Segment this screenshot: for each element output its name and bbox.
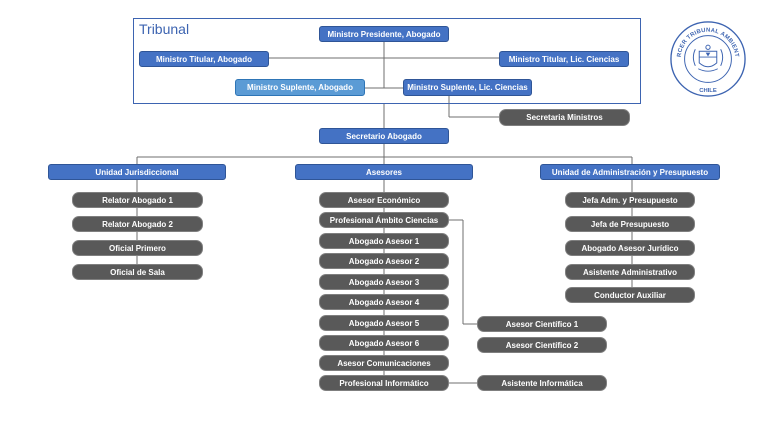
ministro-suplente-abogado-node: Ministro Suplente, Abogado: [235, 79, 365, 96]
profesional-informatico-node: Profesional Informático: [319, 375, 449, 391]
relator-abogado-2-node: Relator Abogado 2: [72, 216, 203, 232]
svg-text:TERCER TRIBUNAL AMBIENTAL: TERCER TRIBUNAL AMBIENTAL: [669, 20, 739, 58]
asesor-comunicaciones-node: Asesor Comunicaciones: [319, 355, 449, 371]
oficial-de-sala-node: Oficial de Sala: [72, 264, 203, 280]
secretaria-ministros-node: Secretaria Ministros: [499, 109, 630, 126]
abogado-asesor-1-node: Abogado Asesor 1: [319, 233, 449, 249]
ministro-titular-abogado-node: Ministro Titular, Abogado: [139, 51, 269, 67]
asistente-informatica-node: Asistente Informática: [477, 375, 607, 391]
abogado-asesor-3-node: Abogado Asesor 3: [319, 274, 449, 290]
abogado-asesor-juridico-node: Abogado Asesor Jurídico: [565, 240, 695, 256]
profesional-ambito-ciencias-node: Profesional Ámbito Ciencias: [319, 212, 449, 228]
jefa-adm-presupuesto-node: Jefa Adm. y Presupuesto: [565, 192, 695, 208]
tribunal-title: Tribunal: [139, 21, 190, 37]
asesor-economico-node: Asesor Económico: [319, 192, 449, 208]
seal-top-text: TERCER TRIBUNAL AMBIENTAL: [669, 20, 739, 58]
abogado-asesor-5-node: Abogado Asesor 5: [319, 315, 449, 331]
abogado-asesor-6-node: Abogado Asesor 6: [319, 335, 449, 351]
conductor-auxiliar-node: Conductor Auxiliar: [565, 287, 695, 303]
tribunal-frame: [133, 18, 641, 104]
asesor-cientifico-1-node: Asesor Científico 1: [477, 316, 607, 332]
unidad-administracion-node: Unidad de Administración y Presupuesto: [540, 164, 720, 180]
asistente-administrativo-node: Asistente Administrativo: [565, 264, 695, 280]
unidad-jurisdiccional-node: Unidad Jurisdiccional: [48, 164, 226, 180]
ministro-suplente-ciencias-node: Ministro Suplente, Lic. Ciencias: [403, 79, 532, 96]
abogado-asesor-4-node: Abogado Asesor 4: [319, 294, 449, 310]
secretario-abogado-node: Secretario Abogado: [319, 128, 449, 144]
tribunal-seal-logo: TERCER TRIBUNAL AMBIENTAL CHILE: [669, 20, 746, 97]
ministro-presidente-node: Ministro Presidente, Abogado: [319, 26, 449, 42]
asesores-node: Asesores: [295, 164, 473, 180]
asesor-cientifico-2-node: Asesor Científico 2: [477, 337, 607, 353]
ministro-titular-ciencias-node: Ministro Titular, Lic. Ciencias: [499, 51, 629, 67]
relator-abogado-1-node: Relator Abogado 1: [72, 192, 203, 208]
jefa-de-presupuesto-node: Jefa de Presupuesto: [565, 216, 695, 232]
seal-bottom-text: CHILE: [699, 88, 717, 94]
oficial-primero-node: Oficial Primero: [72, 240, 203, 256]
abogado-asesor-2-node: Abogado Asesor 2: [319, 253, 449, 269]
